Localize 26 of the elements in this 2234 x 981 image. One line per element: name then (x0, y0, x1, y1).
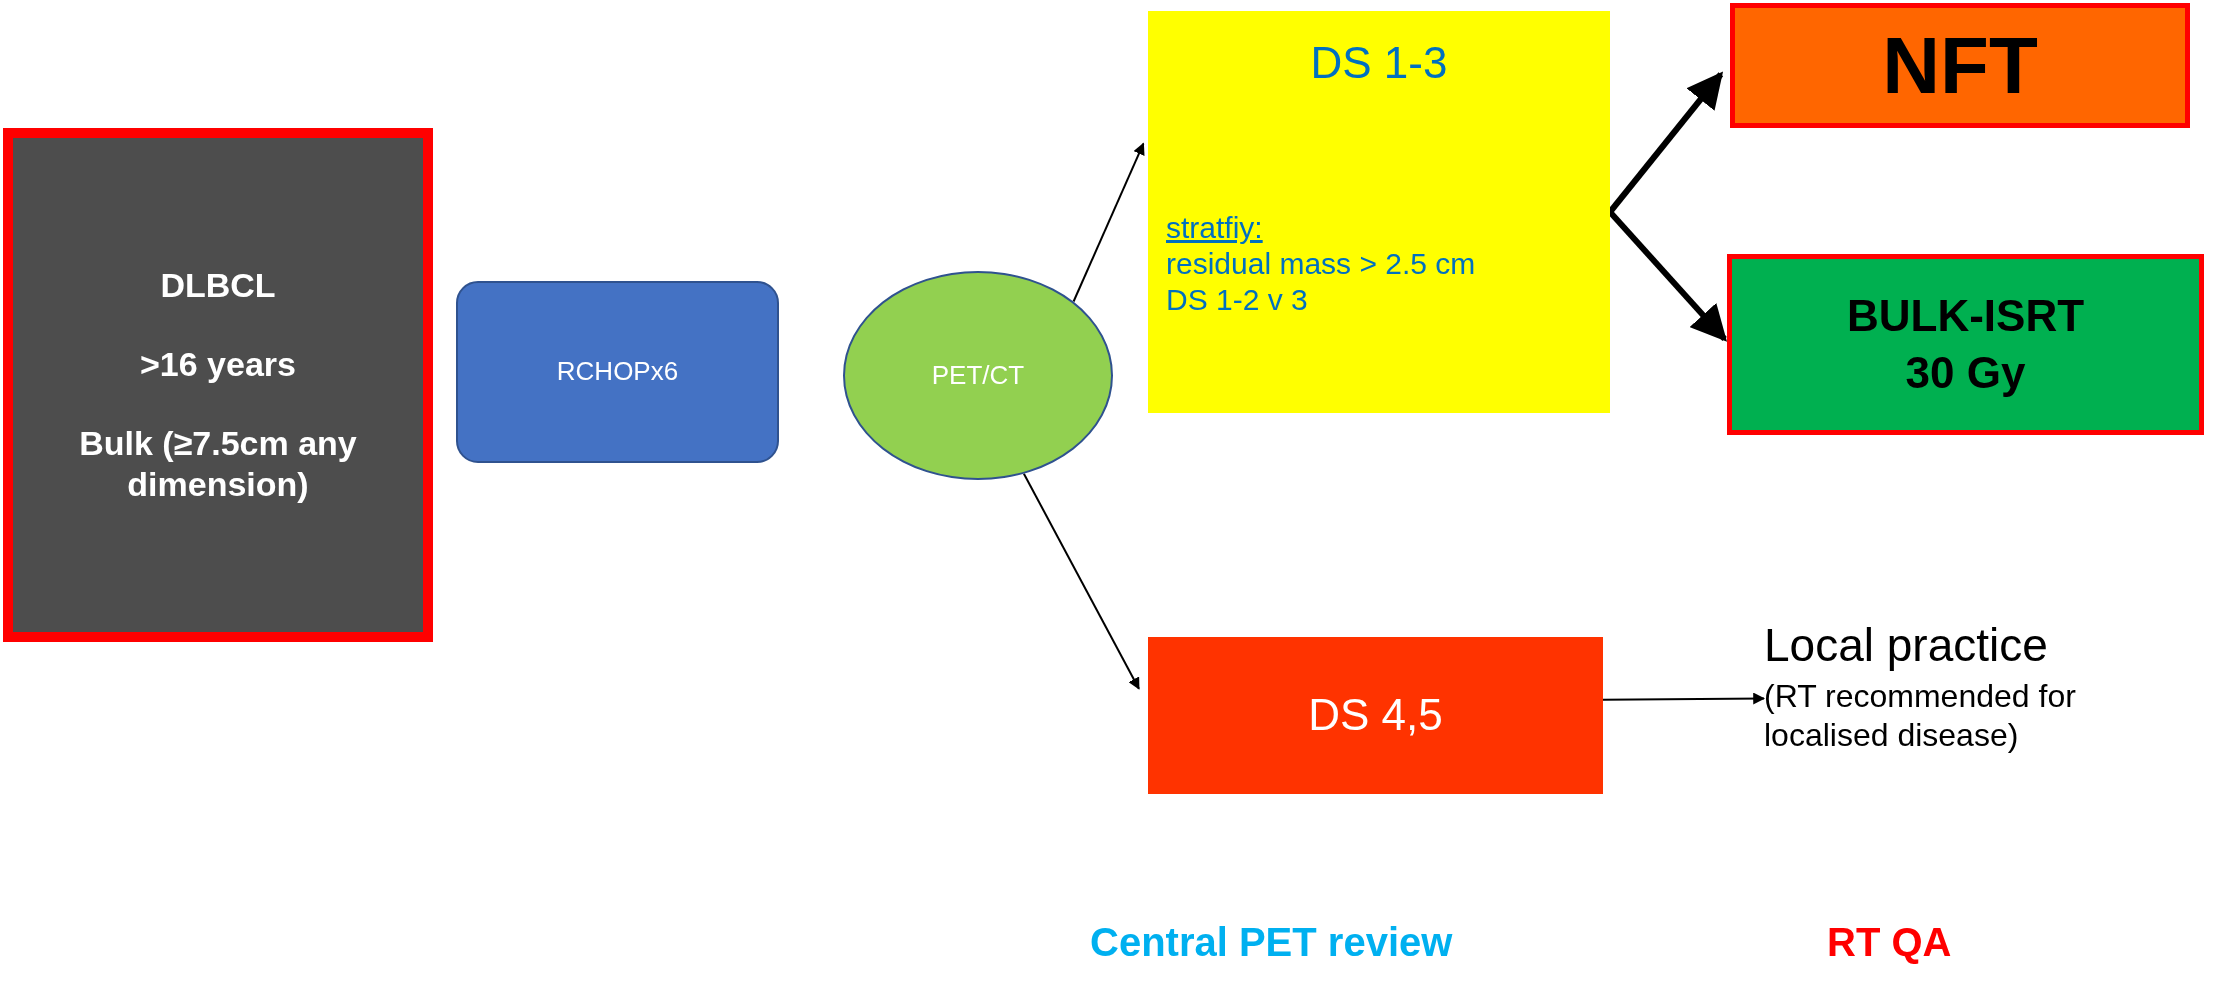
outcome-box (1727, 254, 2204, 435)
node-text: PET/CT (931, 359, 1025, 392)
heading-text: Local practice (1764, 618, 2048, 673)
process-box (456, 281, 779, 463)
note-text: (RT recommended for localised disease) (1764, 677, 2077, 754)
node-text: BULK-ISRT (1846, 289, 2085, 342)
patient-box (3, 128, 433, 642)
node-text: Bulk (≥7.5cm any dimension) (78, 423, 358, 505)
node-text: DS 4,5 (1308, 689, 1443, 742)
arrow (1072, 142, 1145, 303)
outcome-box (1730, 3, 2190, 128)
body-text: DS 1-2 v 3 (1166, 281, 1309, 318)
node-text: DLBCL (160, 265, 276, 307)
arrow (1022, 472, 1140, 690)
result-box (1148, 637, 1603, 794)
node-text: NFT (1882, 19, 2038, 112)
subheading-text: stratfiy: (1166, 209, 1264, 246)
body-text: residual mass > 2.5 cm (1166, 245, 1477, 282)
node-text: RCHOPx6 (556, 356, 679, 388)
section-label: Central PET review (1090, 920, 1453, 965)
node-text: 30 Gy (1905, 346, 2026, 399)
section-label: RT QA (1827, 920, 1952, 965)
arrow (1602, 692, 1766, 705)
result-box (1148, 11, 1610, 413)
heading-text: DS 1-3 (1309, 37, 1449, 89)
node-text: >16 years (140, 344, 296, 385)
